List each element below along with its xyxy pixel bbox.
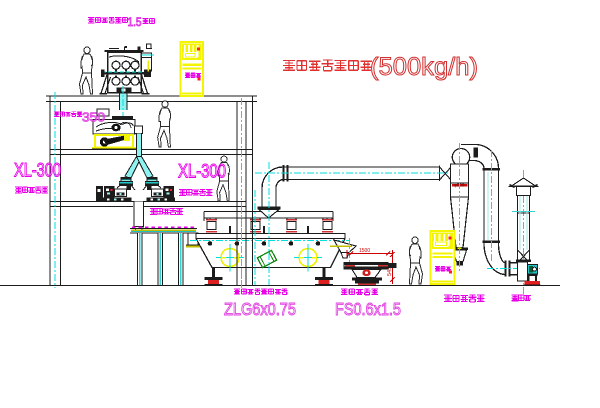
svg-text:545: 545: [387, 267, 393, 276]
svg-text:(500kg/h): (500kg/h): [370, 53, 478, 81]
svg-text:1500: 1500: [359, 248, 370, 254]
svg-text:XL-300: XL-300: [178, 162, 226, 183]
svg-text:350: 350: [82, 111, 105, 125]
svg-text:1.5: 1.5: [128, 15, 142, 29]
svg-text:XL-300: XL-300: [14, 161, 61, 182]
svg-text:ZLG6x0.75: ZLG6x0.75: [224, 299, 296, 319]
svg-text:FS0.6x1.5: FS0.6x1.5: [335, 299, 401, 319]
